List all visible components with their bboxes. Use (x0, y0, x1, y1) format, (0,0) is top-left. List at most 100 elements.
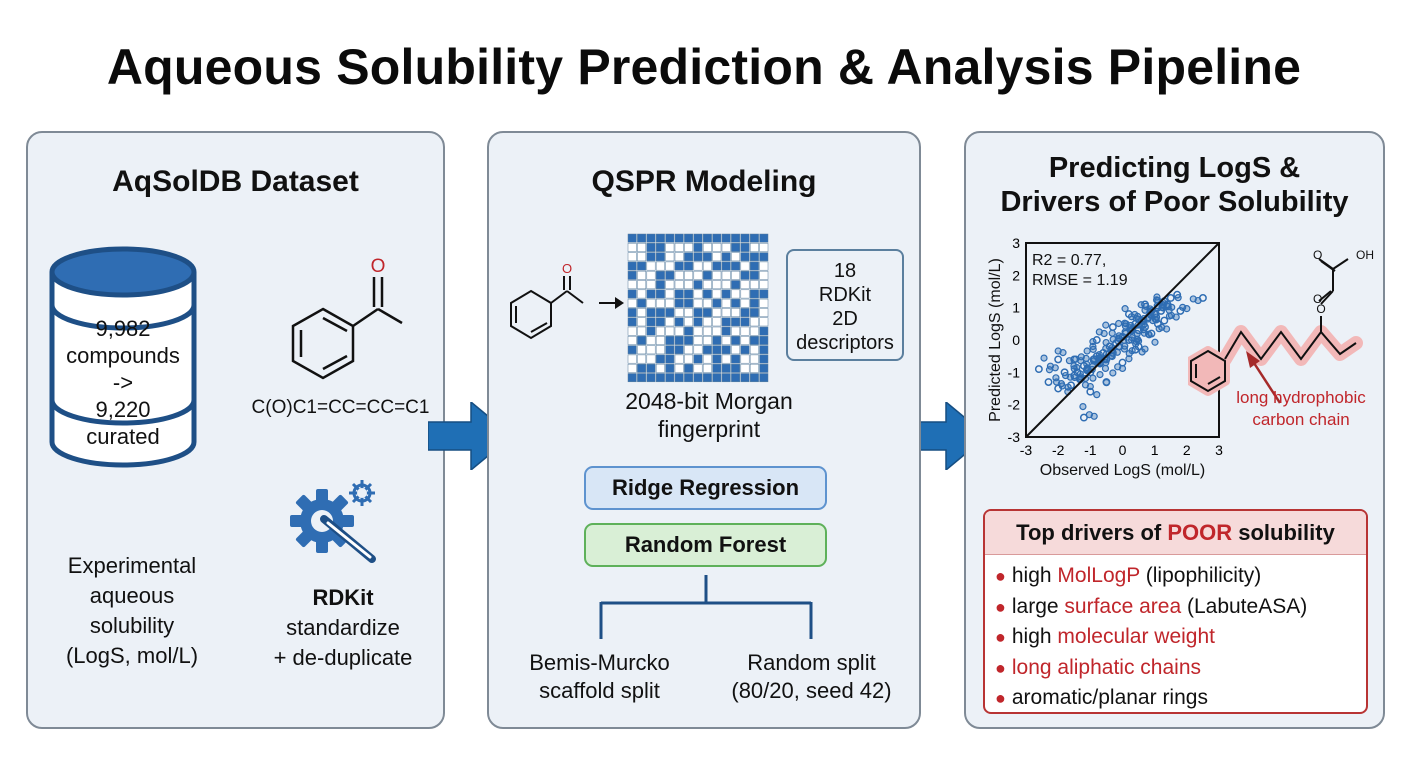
morgan-fingerprint-grid (627, 233, 769, 383)
fingerprint-bit (731, 363, 741, 373)
panel-title: QSPR Modeling (591, 165, 817, 198)
fingerprint-bit (740, 270, 750, 280)
scatter-point (1194, 296, 1202, 305)
fingerprint-bit (627, 317, 637, 327)
x-tick-label: 2 (1183, 442, 1191, 458)
fingerprint-bit (712, 317, 722, 327)
fingerprint-bit (627, 233, 637, 243)
drivers-header-highlight: POOR (1167, 520, 1233, 545)
oxygen-label: O (371, 256, 386, 277)
fingerprint-bit (646, 354, 656, 364)
y-tick-label: 0 (1012, 332, 1020, 348)
x-tick-label: -3 (1020, 442, 1033, 458)
fingerprint-bit (740, 261, 750, 271)
fingerprint-bit (759, 363, 769, 373)
driver-highlight: long aliphatic chains (1011, 655, 1201, 679)
fingerprint-bit (759, 280, 769, 290)
scatter-point (1086, 387, 1095, 396)
db-line: curated (86, 424, 160, 449)
scatter-point (1092, 336, 1101, 344)
scatter-point (1168, 303, 1176, 311)
fingerprint-bit (665, 373, 675, 383)
fingerprint-bit (693, 317, 703, 327)
fingerprint-bit (627, 289, 637, 299)
fingerprint-bit (759, 298, 769, 308)
fingerprint-bit (731, 252, 741, 262)
fingerprint-bit (721, 289, 731, 299)
fingerprint-bit (702, 270, 712, 280)
fingerprint-bit (693, 261, 703, 271)
fingerprint-bit (759, 317, 769, 327)
db-line: compounds (66, 343, 180, 368)
fingerprint-bit (712, 280, 722, 290)
scatter-point (1162, 325, 1171, 333)
fingerprint-bit (693, 298, 703, 308)
scatter-point (1077, 357, 1085, 365)
fingerprint-bit (674, 233, 684, 243)
plot-frame (1025, 242, 1220, 438)
chain-annotation-line: long hydrophobic (1236, 388, 1366, 407)
fingerprint-bit (712, 233, 722, 243)
scatter-point (1152, 310, 1160, 318)
fingerprint-bit (693, 354, 703, 364)
scatter-point (1134, 326, 1143, 335)
fingerprint-bit (759, 233, 769, 243)
fingerprint-bit (646, 317, 656, 327)
fingerprint-bit (721, 298, 731, 308)
drivers-header-text: solubility (1232, 520, 1335, 545)
fingerprint-bit (655, 270, 665, 280)
driver-item: ●long aliphatic chains (995, 653, 1366, 684)
fingerprint-bit (759, 270, 769, 280)
random-forest-model: Random Forest (584, 523, 827, 567)
fingerprint-bit (740, 336, 750, 345)
fingerprint-bit (627, 280, 637, 290)
driver-text: aromatic/planar rings (1011, 686, 1208, 709)
fingerprint-bit (684, 308, 694, 317)
y-tick-label: -2 (1008, 397, 1021, 413)
fingerprint-bit (674, 373, 684, 383)
fingerprint-bit (646, 373, 656, 383)
fingerprint-bit (655, 363, 665, 373)
fingerprint-bit (702, 317, 712, 327)
fingerprint-bit (674, 363, 684, 373)
fingerprint-bit (702, 354, 712, 364)
scatter-point (1131, 310, 1139, 319)
carbonyl-oxygen-label: O (1313, 292, 1322, 306)
scatter-point (1179, 303, 1187, 311)
fingerprint-bit (749, 289, 759, 299)
fingerprint-bit (749, 326, 759, 336)
scatter-point (1151, 338, 1159, 346)
fingerprint-bit (627, 270, 637, 280)
fingerprint-bit (684, 345, 694, 355)
fingerprint-bit (721, 336, 731, 345)
fingerprint-bit (712, 326, 722, 336)
fingerprint-bit (655, 354, 665, 364)
fingerprint-bit (655, 252, 665, 262)
fingerprint-bit (693, 326, 703, 336)
scatter-point (1093, 391, 1101, 399)
fingerprint-bit (731, 326, 741, 336)
drivers-header: Top drivers of POOR solubility (985, 511, 1366, 555)
fingerprint-bit (637, 252, 647, 262)
scaffold-split-label: Bemis-Murcko scaffold split (507, 649, 692, 705)
fingerprint-bit (655, 243, 665, 252)
fingerprint-bit (702, 308, 712, 317)
split-line: (80/20, seed 42) (731, 678, 892, 703)
scatter-point (1128, 347, 1136, 355)
fingerprint-bit (712, 373, 722, 383)
fingerprint-bit (721, 373, 731, 383)
fingerprint-bit (712, 252, 722, 262)
fingerprint-bit (731, 336, 741, 345)
driver-text: (lipophilicity) (1139, 564, 1262, 587)
scatter-point (1089, 342, 1097, 351)
db-line: 9,220 (95, 397, 151, 422)
scatter-point (1142, 302, 1150, 310)
driver-text: large (1011, 594, 1065, 618)
scatter-point (1151, 315, 1159, 323)
scatter-point (1079, 413, 1088, 422)
fingerprint-bit (646, 252, 656, 262)
fingerprint-bit (740, 233, 750, 243)
fingerprint-bit (665, 261, 675, 271)
fingerprint-bit (655, 289, 665, 299)
fingerprint-bit (684, 270, 694, 280)
